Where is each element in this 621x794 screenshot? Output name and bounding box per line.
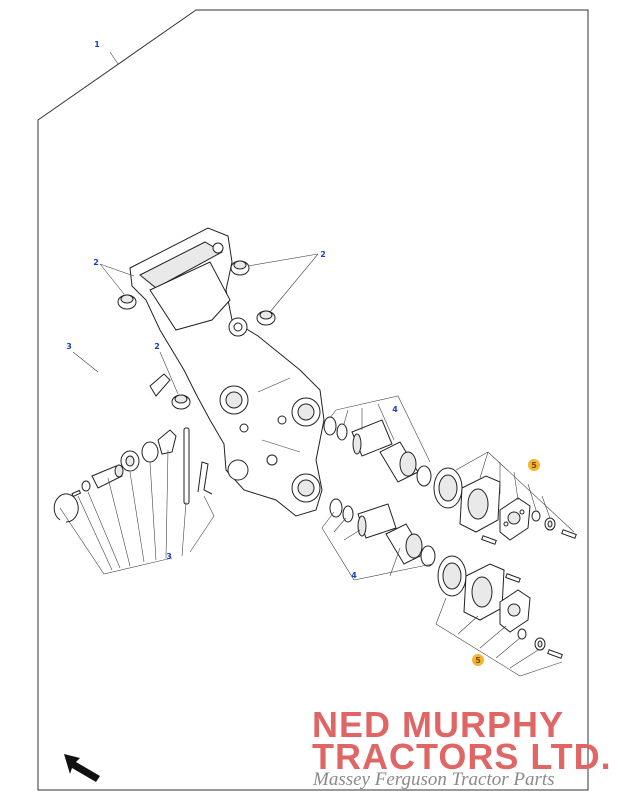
valve-housing[interactable]: [129, 227, 325, 517]
bracket[interactable]: [157, 429, 177, 455]
plug-lower-left[interactable]: [171, 394, 191, 410]
seal-ring-small[interactable]: [81, 480, 91, 492]
watermark-tagline: Massey Ferguson Tractor Parts: [313, 769, 555, 790]
o-ring-lower-1[interactable]: [329, 498, 343, 518]
callout-5-upper[interactable]: 5: [528, 459, 540, 471]
callout-4-lower[interactable]: 4: [351, 571, 357, 580]
plug-left[interactable]: [117, 294, 137, 310]
lever-rod[interactable]: [92, 366, 171, 447]
bolt-upper-left[interactable]: [481, 535, 497, 545]
callout-2-left[interactable]: 2: [93, 258, 99, 267]
diagram-frame: [37, 9, 589, 791]
washer-lower[interactable]: [534, 637, 546, 651]
spring-clip[interactable]: [197, 461, 213, 495]
callout-2-lower[interactable]: 2: [154, 342, 160, 351]
o-ring-lower-3[interactable]: [420, 545, 436, 567]
seal-small-lower[interactable]: [517, 628, 527, 640]
svg-text:1: 1: [94, 40, 100, 49]
o-ring-large[interactable]: [141, 441, 159, 463]
watermark-title: NED MURPHY: [312, 704, 565, 745]
cartridge-lower[interactable]: [385, 523, 425, 565]
washer[interactable]: [120, 450, 140, 472]
o-ring-upper-2[interactable]: [336, 423, 348, 441]
arrow-up-left-icon: [64, 754, 100, 782]
spool-shaft[interactable]: [91, 464, 124, 489]
bolt-upper-right[interactable]: [561, 529, 577, 539]
seal-small-upper[interactable]: [531, 510, 541, 522]
cartridge-upper[interactable]: [379, 441, 419, 483]
svg-text:2: 2: [154, 342, 160, 351]
callout-4-upper[interactable]: 4: [392, 405, 398, 414]
gasket-lower[interactable]: [463, 563, 505, 621]
pin-long[interactable]: [183, 427, 190, 505]
seal-plate-upper[interactable]: [433, 467, 463, 509]
plug-upper-right[interactable]: [230, 260, 250, 276]
svg-text:3: 3: [66, 342, 72, 351]
spool-lower[interactable]: [357, 503, 397, 539]
svg-text:5: 5: [531, 461, 537, 470]
watermark-subtitle: TRACTORS LTD.: [312, 736, 612, 777]
circlip[interactable]: [53, 493, 79, 523]
svg-text:3: 3: [166, 552, 172, 561]
svg-text:2: 2: [93, 258, 99, 267]
washer-upper[interactable]: [544, 517, 556, 531]
cover-lower[interactable]: [499, 589, 531, 633]
svg-text:2: 2: [320, 250, 326, 259]
svg-text:4: 4: [351, 571, 357, 580]
seal-plate-lower[interactable]: [437, 555, 467, 597]
bolt-lower-right[interactable]: [547, 649, 563, 659]
o-ring-upper-1[interactable]: [323, 416, 337, 436]
callout-3-upper[interactable]: 3: [66, 342, 72, 351]
callout-5-lower[interactable]: 5: [472, 654, 484, 666]
o-ring-lower-2[interactable]: [342, 505, 354, 523]
bolt-lower-left[interactable]: [505, 573, 521, 583]
plug-mid-right[interactable]: [256, 310, 276, 326]
small-pin[interactable]: [71, 489, 82, 498]
callout-1[interactable]: 1: [92, 39, 102, 49]
svg-text:4: 4: [392, 405, 398, 414]
o-ring-upper-3[interactable]: [416, 465, 432, 487]
callout-3-lower[interactable]: 3: [166, 552, 172, 561]
cover-upper[interactable]: [499, 497, 531, 541]
callout-2-right[interactable]: 2: [320, 250, 326, 259]
svg-text:5: 5: [475, 656, 481, 665]
gasket-upper[interactable]: [459, 475, 501, 533]
